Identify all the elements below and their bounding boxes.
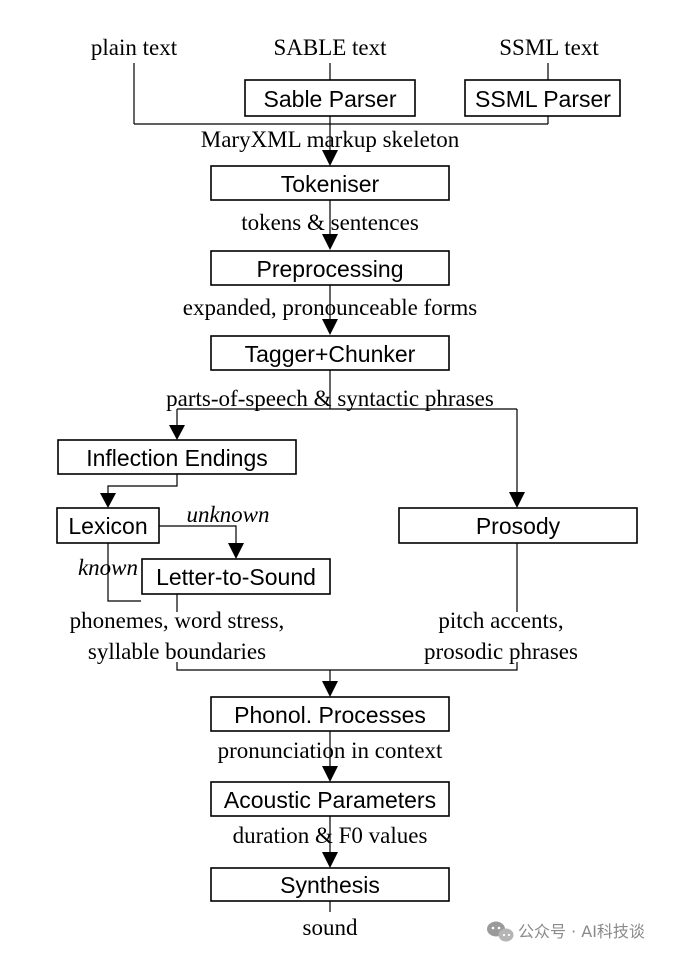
synthesis-box (210, 867, 450, 902)
arrowheads (100, 150, 525, 868)
arrow-to-letter-to-sound (228, 543, 244, 559)
arrow-to-lexicon (100, 493, 116, 508)
edge-phonemes-line2: syllable boundaries (88, 639, 266, 664)
wechat-icon (487, 921, 514, 942)
ssml-parser-box (464, 79, 621, 117)
acoustic-parameters-box (210, 781, 450, 817)
lexicon-box (56, 507, 160, 544)
arrow-to-tokeniser (322, 150, 338, 166)
letter-to-sound-box (141, 558, 331, 595)
arrow-to-synthesis (322, 852, 338, 868)
prosody-label: Prosody (476, 513, 561, 539)
output-sound: sound (303, 915, 358, 940)
phonol-processes-label: Phonol. Processes (234, 702, 426, 728)
edge-expanded-forms: expanded, pronounceable forms (183, 295, 477, 320)
letter-to-sound-label: Letter-to-Sound (156, 564, 316, 590)
inflection-endings-box (57, 439, 297, 475)
edge-pitch-line1: pitch accents, (438, 608, 563, 633)
edge-pitch-line2: prosodic phrases (424, 639, 578, 664)
tagger-chunker-box (210, 335, 450, 371)
lexicon-label: Lexicon (68, 513, 147, 539)
connectors (107, 63, 549, 912)
edge-duration-f0: duration & F0 values (233, 823, 428, 848)
sable-parser-box (244, 79, 416, 117)
edge-unknown: unknown (186, 502, 269, 527)
edge-markup-skeleton: MaryXML markup skeleton (201, 127, 460, 152)
arrow-to-preprocessing (322, 234, 338, 250)
edge-phonemes-line1: phonemes, word stress, (70, 608, 285, 633)
preprocessing-box (210, 250, 450, 286)
acoustic-parameters-label: Acoustic Parameters (224, 787, 436, 813)
arrow-to-acoustic (322, 766, 338, 782)
preprocessing-label: Preprocessing (256, 256, 403, 282)
arrow-to-inflection (169, 425, 185, 440)
prosody-box (398, 507, 638, 544)
edge-known: known (78, 555, 138, 580)
arrow-to-tagger (322, 319, 338, 335)
sable-parser-label: Sable Parser (264, 86, 397, 112)
tokeniser-box (210, 165, 450, 201)
edge-pos-phrases: parts-of-speech & syntactic phrases (166, 386, 494, 411)
inflection-endings-label: Inflection Endings (86, 445, 268, 471)
input-plain-text: plain text (91, 35, 178, 60)
phonol-processes-box (210, 696, 450, 732)
tokeniser-label: Tokeniser (281, 171, 380, 197)
input-sable-text: SABLE text (273, 35, 387, 60)
edge-tokens-sentences: tokens & sentences (241, 210, 419, 235)
arrow-to-phonol (322, 681, 338, 697)
tagger-chunker-label: Tagger+Chunker (245, 341, 416, 367)
arrow-to-prosody (509, 492, 525, 508)
ssml-parser-label: SSML Parser (475, 86, 611, 112)
synthesis-label: Synthesis (280, 872, 380, 898)
watermark-text: 公众号 · AI科技谈 (518, 922, 645, 941)
edge-pron-context: pronunciation in context (218, 738, 443, 763)
input-ssml-text: SSML text (499, 35, 599, 60)
